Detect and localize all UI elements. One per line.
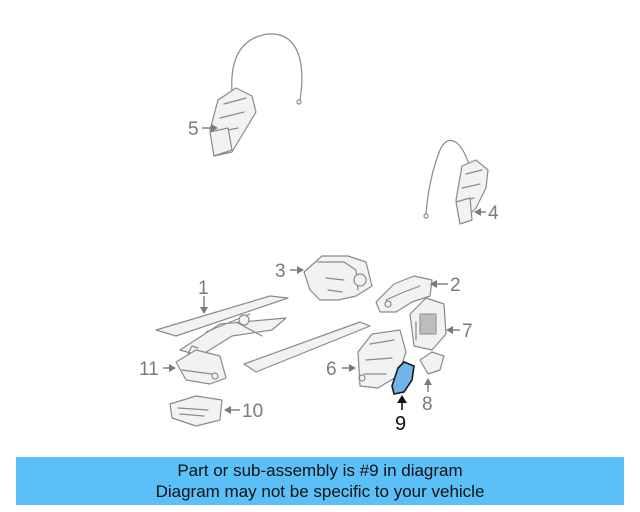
part-7-switch-housing [409, 297, 447, 351]
part-1-seat-track [155, 295, 371, 373]
banner-line-disclaimer: Diagram may not be specific to your vehi… [155, 482, 485, 501]
callout-9-highlighted: 9 [395, 413, 406, 435]
callout-10: 10 [242, 401, 263, 422]
part-10-module [169, 395, 223, 427]
callout-5: 5 [188, 119, 199, 140]
part-2-bracket [375, 275, 433, 313]
callout-1: 1 [198, 278, 209, 299]
banner-line-part: Part or sub-assembly is #9 in diagram [177, 461, 463, 480]
parts-diagram: 5 4 3 2 1 7 6 11 8 10 9 [139, 33, 499, 435]
callout-6: 6 [326, 359, 337, 380]
callout-8: 8 [422, 394, 433, 415]
callout-4: 4 [488, 203, 499, 224]
part-9-trim-highlighted [391, 361, 415, 395]
info-banner: Part or sub-assembly is #9 in diagram Di… [16, 457, 624, 505]
part-11-bracket [175, 345, 227, 385]
callout-11: 11 [139, 359, 159, 380]
callout-7: 7 [462, 321, 473, 342]
part-5-motor-cable [209, 33, 303, 157]
callout-3: 3 [275, 261, 286, 282]
callout-2: 2 [450, 275, 461, 296]
part-3-bracket [303, 255, 373, 301]
part-8-knob [419, 351, 445, 375]
leader-lines [163, 124, 486, 414]
part-4-motor-cable [423, 139, 489, 225]
